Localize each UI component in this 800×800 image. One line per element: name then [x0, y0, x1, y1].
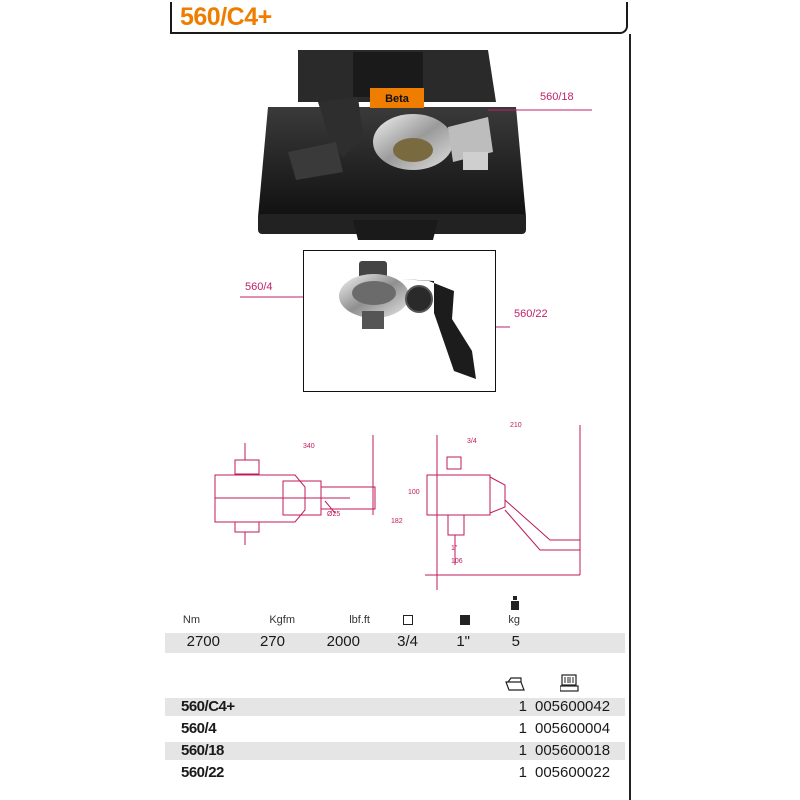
table-row: 560/C4+ 1 005600042	[165, 698, 625, 716]
part-code: 560/22	[181, 764, 224, 781]
part-qty: 1	[518, 698, 527, 715]
dim-106: 106	[451, 558, 463, 565]
spec-header-kg: kg	[508, 614, 520, 626]
dim-25: Ø25	[327, 511, 340, 518]
title-frame: 560/C4+	[170, 2, 628, 34]
spec-value-nm: 2700	[186, 633, 220, 650]
spec-header-nm: Nm	[182, 614, 200, 626]
beta-brand-text: Beta	[385, 93, 410, 105]
square-filled-icon	[455, 615, 470, 628]
beta-logo	[370, 88, 424, 108]
spec-value-drive: 1"	[456, 633, 470, 650]
spec-header-row: Nm Kgfm lbf.ft kg	[165, 596, 625, 634]
spec-value-lbfft: 2000	[326, 633, 360, 650]
part-qty: 1	[518, 720, 527, 737]
part-code: 560/4	[181, 720, 217, 737]
weight-icon	[508, 596, 520, 613]
dim-182: 182	[391, 518, 403, 525]
callout-arm-item: 560/22	[514, 308, 548, 320]
part-code: 560/18	[181, 742, 224, 759]
table-row: 560/22 1 005600022	[165, 764, 625, 782]
dim-340: 340	[303, 443, 315, 450]
page-divider	[629, 34, 631, 800]
case-photo: Beta	[258, 50, 526, 240]
tool-photo-frame	[303, 250, 496, 392]
callout-head-item: 560/4	[245, 281, 273, 293]
part-number: 005600018	[535, 742, 611, 759]
part-number: 005600042	[535, 698, 611, 715]
part-number: 005600004	[535, 720, 611, 737]
dim-100: 100	[408, 489, 420, 496]
part-number: 005600022	[535, 764, 611, 781]
part-qty: 1	[518, 764, 527, 781]
dim-1in: 1"	[451, 545, 458, 552]
part-code: 560/C4+	[181, 698, 235, 715]
page-title: 560/C4+	[180, 3, 272, 31]
table-row: 560/4 1 005600004	[165, 720, 625, 738]
case-icon	[505, 677, 525, 691]
spec-value-kg: 5	[511, 633, 520, 650]
tool-photo	[339, 261, 476, 379]
spec-value-square: 3/4	[397, 633, 418, 650]
spec-header-lbfft: lbf.ft	[349, 614, 370, 626]
spec-header-kgfm: Kgfm	[269, 614, 295, 626]
square-outline-icon	[398, 615, 413, 628]
callout-case-item: 560/18	[540, 91, 574, 103]
dim-210: 210	[510, 422, 522, 429]
spec-value-kgfm: 270	[259, 633, 285, 650]
technical-drawing: 340 Ø25 210 3/4 100 182 1" 106	[214, 422, 581, 590]
spec-value-row: 2700 270 2000 3/4 1" 5	[165, 633, 625, 653]
part-qty: 1	[518, 742, 527, 759]
barcode-icon	[560, 674, 579, 692]
table-row: 560/18 1 005600018	[165, 742, 625, 760]
dim-3-4: 3/4	[467, 438, 477, 445]
